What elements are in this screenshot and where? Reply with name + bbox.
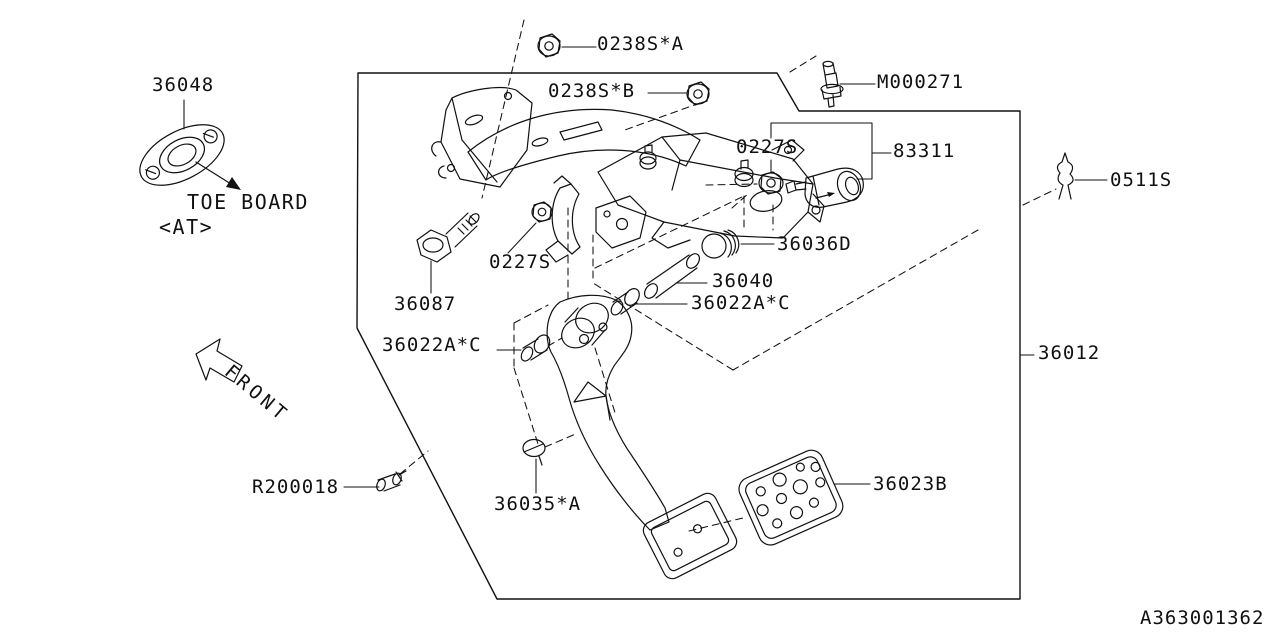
part-label-83311: 83311	[893, 140, 956, 162]
pedal-pad-icon	[640, 490, 739, 582]
part-label-0238s-a: 0238S*A	[597, 33, 685, 55]
flange-nut-icon	[532, 202, 552, 222]
spring-clip-icon	[1057, 153, 1073, 199]
part-label-r200018: R200018	[252, 476, 340, 498]
bushing-icon	[609, 286, 642, 317]
pedal-bracket-left-plate	[432, 88, 532, 187]
toe-board-note: TOE BOARD	[187, 190, 309, 214]
part-label-0511s: 0511S	[1110, 169, 1173, 191]
toe-board-plate-icon	[130, 112, 234, 198]
stopper-cap-icon	[702, 230, 739, 258]
part-label-36048: 36048	[152, 74, 215, 96]
dashed-construction-lines	[400, 20, 1056, 531]
part-label-36023b: 36023B	[873, 473, 948, 495]
part-label-36040: 36040	[712, 270, 775, 292]
leader-lines	[184, 47, 1107, 493]
part-label-36036d: 36036D	[777, 233, 852, 255]
flange-nut-icon	[759, 172, 783, 194]
shoulder-bolt-icon	[821, 61, 843, 107]
spacer-tube-icon	[642, 251, 702, 300]
spring-pin-icon	[375, 471, 406, 492]
part-label-0227s-left: 0227S	[489, 251, 552, 273]
part-label-36022ac-right: 36022A*C	[691, 292, 791, 314]
part-label-m000271: M000271	[877, 71, 965, 93]
part-label-36087: 36087	[394, 293, 457, 315]
part-label-0227s-right: 0227S	[736, 136, 799, 158]
part-label-36035a: 36035*A	[494, 493, 582, 515]
sport-pedal-pad-icon	[735, 446, 847, 548]
pedal-bracket-top-beam	[468, 109, 700, 180]
hex-bolt-icon	[417, 212, 481, 262]
clip-icon	[523, 440, 545, 466]
part-label-36012: 36012	[1038, 342, 1101, 364]
part-label-36022ac-left: 36022A*C	[382, 334, 482, 356]
front-arrow-icon	[196, 339, 242, 382]
toe-board-arrow-icon	[196, 162, 241, 190]
at-transmission-note: <AT>	[159, 215, 214, 239]
flange-nut-icon	[687, 82, 709, 105]
pedal-stay-bracket	[546, 176, 646, 262]
part-label-0238s-b: 0238S*B	[548, 80, 636, 102]
stop-lamp-switch-icon	[786, 168, 864, 207]
pedal-bracket-body	[598, 133, 824, 248]
drawing-code: A363001362	[1140, 607, 1265, 629]
brake-pedal-arm	[547, 295, 669, 530]
flange-nut-icon	[538, 34, 560, 57]
